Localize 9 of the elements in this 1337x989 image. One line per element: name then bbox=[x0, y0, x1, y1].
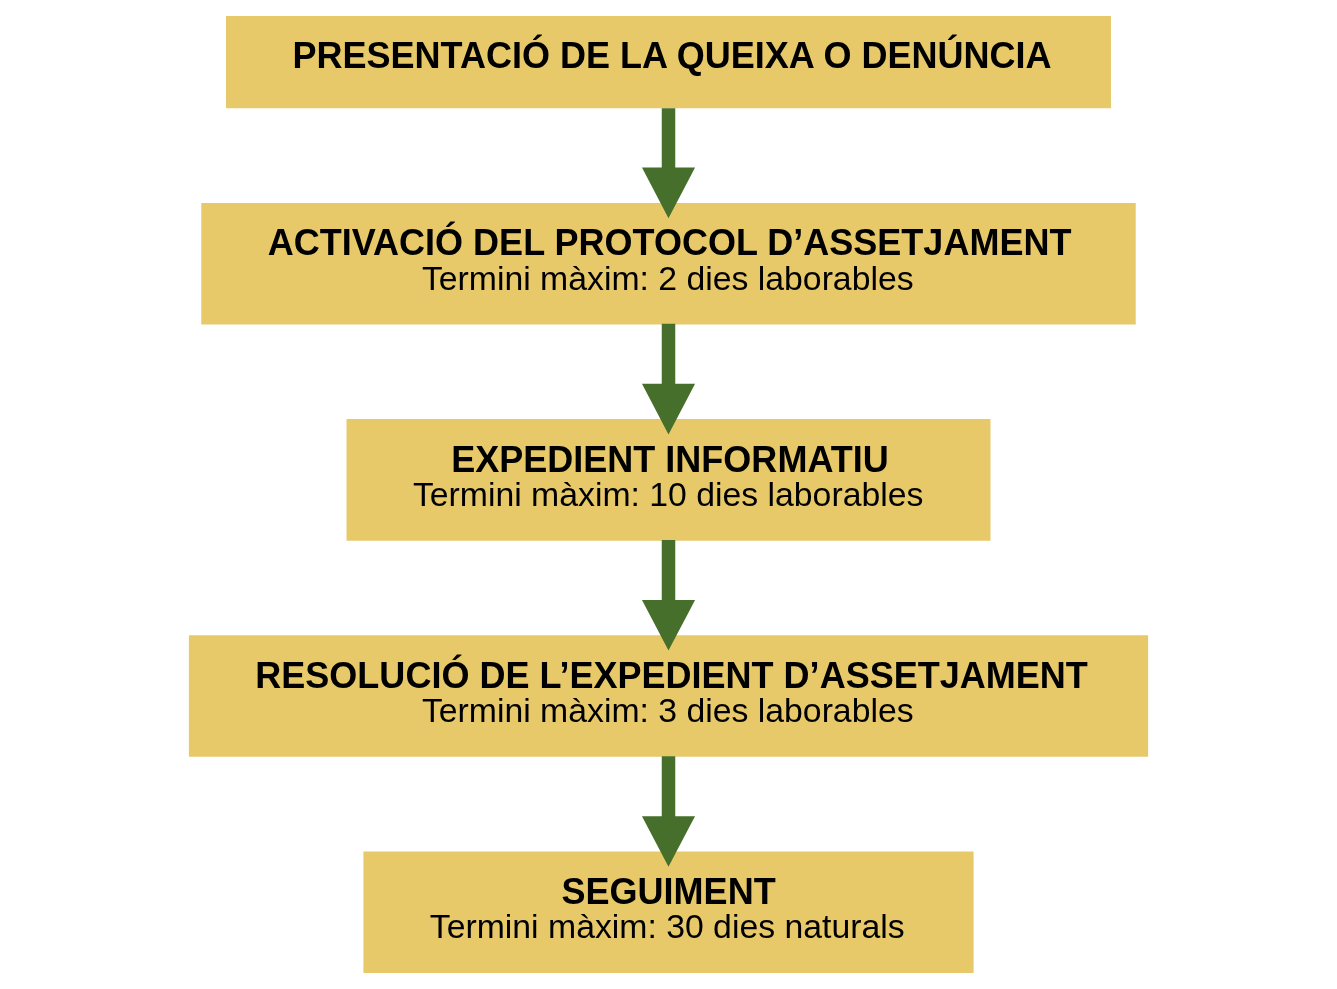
arrow bbox=[641, 756, 696, 867]
node-box: ACTIVACIÓ DEL PROTOCOL D’ASSETJAMENT Termini màxim: 2 dies laborables bbox=[201, 202, 1136, 325]
node-box: PRESENTACIÓ DE LA QUEIXA O DENÚNCIA bbox=[226, 16, 1111, 109]
arrow bbox=[641, 539, 696, 651]
arrow bbox=[641, 108, 696, 219]
node-box: EXPEDIENT INFORMATIU Termini màxim: 10 dies laborables bbox=[346, 419, 991, 541]
node-box: SEGUIMENT Termini màxim: 30 dies naturals bbox=[363, 851, 974, 973]
node-box: RESOLUCIÓ DE L’EXPEDIENT D’ASSETJAMENT Termini màxim: 3 dies laborables bbox=[188, 635, 1149, 757]
arrow bbox=[641, 323, 696, 435]
